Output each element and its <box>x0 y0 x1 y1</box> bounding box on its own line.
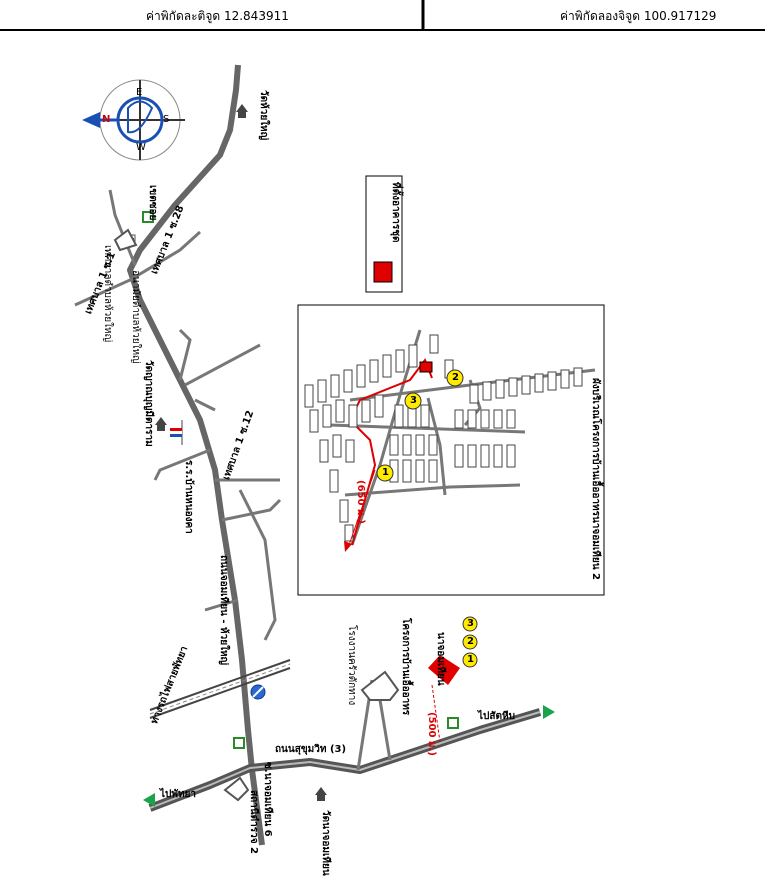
compass-w: W <box>136 142 146 153</box>
longitude-label: ค่าพิกัดลองจิจูด 100.917129 <box>560 9 717 23</box>
compass-rose <box>82 79 185 161</box>
to-pattaya-arrow <box>143 793 155 807</box>
railway-line <box>149 659 291 711</box>
inset-number-1: 1 <box>382 467 389 478</box>
label-police-station: สถานีตำรวจ 2 <box>248 790 259 855</box>
office-icon <box>113 228 138 252</box>
factory-icon <box>360 670 400 701</box>
label-wat-huai-yai: วัดห้วยใหญ่ <box>258 90 269 141</box>
label-tambon-office: เทศบาลตำบลห้วยใหญ่ <box>102 245 113 343</box>
sukhumvit-road <box>148 708 542 812</box>
project-markers <box>462 616 478 668</box>
label-soi-jomtien-6: ซ.นาจอมเทียน 6 <box>262 762 273 837</box>
inset-caption: ผังบริเวณโครงการบ้านเอื้ออาทรนาจอมเทียน … <box>590 378 601 580</box>
label-wat-yan: วัดญาณบุญมีตาราม <box>143 360 154 447</box>
inset-number-2: 2 <box>452 372 459 383</box>
inset-frame <box>297 304 605 596</box>
latitude-label: ค่าพิกัดละติจูด 12.843911 <box>146 9 289 23</box>
to-sattahip-arrow <box>543 705 555 719</box>
compass-n: N <box>102 114 111 125</box>
inset-number-markers <box>376 369 464 482</box>
label-khet-soi: เขตซอย <box>147 185 158 221</box>
inset-site-marker <box>419 361 433 373</box>
label-to-pattaya: ไปพัทยา <box>160 789 197 800</box>
side-roads <box>74 189 392 771</box>
site-marker <box>428 655 460 685</box>
label-school-ban-nong: ร.ร.บ้านหนองคา <box>183 460 194 534</box>
legend-swatch <box>373 261 393 283</box>
main-road <box>127 64 265 846</box>
label-project: โครงการบ้านเอื้ออาทร <box>400 618 411 716</box>
label-distance-650: (650 ม.) <box>355 480 366 524</box>
inset-buildings <box>304 334 583 542</box>
label-wat-na-jomtien: วัดนาจอมเทียน <box>320 810 331 876</box>
inset-number-3: 3 <box>410 395 417 406</box>
flag-icon <box>170 420 183 445</box>
distance-500-line <box>431 684 441 743</box>
marker-number-3: 3 <box>467 618 474 629</box>
label-project-2: นาจอมเทียน <box>435 632 446 686</box>
station-icon <box>223 776 250 802</box>
store-icons <box>142 211 459 749</box>
label-health-center: อนามัยตำบลห้วยใหญ่ <box>130 270 141 364</box>
label-sukhumvit: ถนนสุขุมวิท (3) <box>275 744 347 755</box>
temple-icons <box>155 104 327 801</box>
compass-s: S <box>163 114 170 125</box>
marker-number-1: 1 <box>467 654 474 665</box>
legend-label: ที่ตั้งอาคารชุด <box>390 182 401 243</box>
label-distance-500: (500 ม.) <box>426 712 437 756</box>
legend-box <box>365 175 403 293</box>
label-factory: โรงงานครัวตักทาง <box>346 625 357 706</box>
label-to-sattahip: ไปสัตหีบ <box>478 711 515 722</box>
marker-number-2: 2 <box>467 636 474 647</box>
compass-e: E <box>136 87 143 98</box>
label-road-jomtien-huai-yai: ถนนจอมเทียน - ห้วยใหญ่ <box>218 555 229 666</box>
